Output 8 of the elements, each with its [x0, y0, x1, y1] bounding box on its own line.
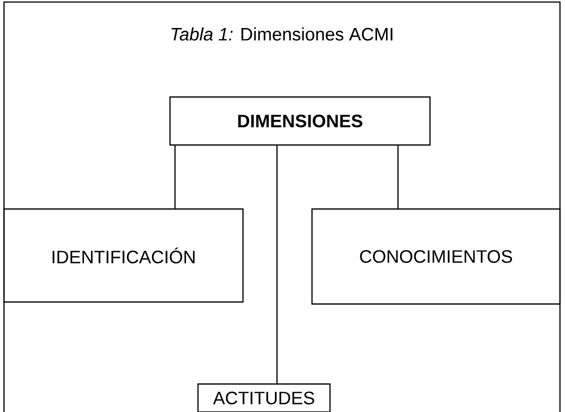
connector-line: [174, 146, 176, 208]
label-box: CONOCIMIENTOS: [311, 208, 561, 305]
connector-line: [276, 146, 278, 384]
label-box: ACTITUDES: [197, 383, 331, 412]
connector-line: [397, 146, 399, 208]
title: Tabla 1: Dimensiones ACMI: [172, 27, 392, 41]
label-box: DIMENSIONES: [169, 96, 431, 146]
label-box: IDENTIFICACIÓN: [3, 208, 244, 303]
